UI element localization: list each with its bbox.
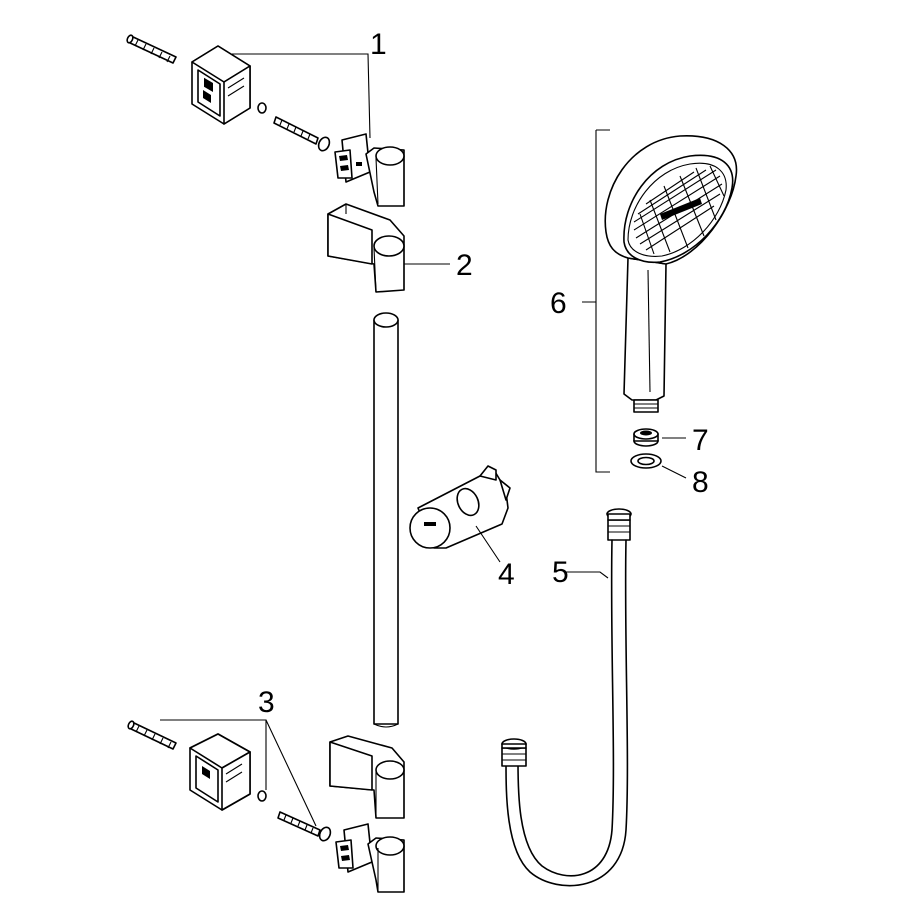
spray-nozzle-pattern (633, 165, 725, 255)
callout-3: 3 (258, 686, 275, 719)
bottom-wall-bracket-assembly (127, 720, 405, 893)
callout-8: 8 (692, 466, 709, 499)
bottom-screw (277, 811, 332, 842)
callout-6: 6 (550, 287, 567, 320)
callout-1: 1 (370, 28, 387, 61)
callout-numbers: 1 2 3 4 5 6 7 8 (258, 28, 709, 719)
bottom-bracket-cover (329, 735, 405, 819)
top-wall-bracket-assembly (126, 34, 405, 207)
top-bar-holder-clip (334, 133, 405, 207)
top-anchor-bolt (126, 34, 177, 64)
top-screw (273, 116, 331, 152)
slider-handshower-holder (409, 465, 511, 549)
callout-7: 7 (692, 424, 709, 457)
slide-bar-rail (373, 312, 399, 728)
callout-2: 2 (456, 249, 473, 282)
top-mounting-block (191, 45, 251, 125)
callout-5: 5 (552, 556, 569, 589)
bottom-mounting-block (189, 733, 251, 811)
hand-shower (604, 135, 738, 413)
bottom-anchor-bolt (127, 720, 177, 750)
top-washer (257, 102, 267, 114)
callout-4: 4 (498, 558, 515, 591)
shower-hose (501, 508, 632, 887)
callout-leaders (160, 53, 687, 827)
top-bracket-cover (327, 203, 405, 293)
flow-restrictor-nut (633, 428, 659, 447)
bottom-bar-holder-clip (335, 823, 405, 893)
bottom-washer (257, 790, 267, 802)
seal-washer (630, 453, 662, 469)
